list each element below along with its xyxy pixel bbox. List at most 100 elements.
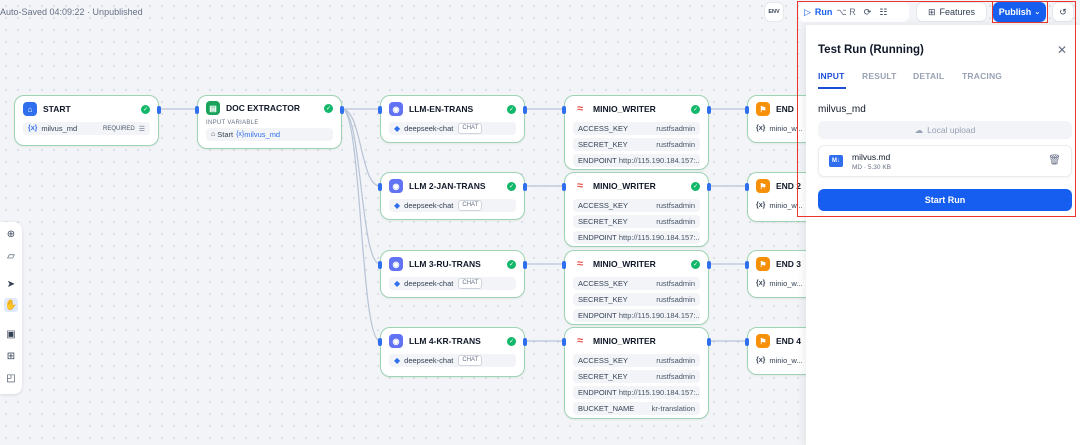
doc-extractor-node[interactable]: ▤ DOC EXTRACTOR ✓ INPUT VARIABLE ⌂ Start… bbox=[195, 95, 344, 149]
tab-result[interactable]: RESULT bbox=[862, 71, 897, 81]
output-handle[interactable] bbox=[340, 106, 344, 114]
output-variable-row[interactable]: {x} minio_w... bbox=[756, 122, 818, 135]
model-row[interactable]: ◆ deepseek-chat CHAT bbox=[389, 354, 516, 367]
env-button[interactable]: ENV bbox=[764, 2, 784, 22]
hand-icon[interactable]: ✋ bbox=[4, 298, 18, 312]
output-handle[interactable] bbox=[707, 261, 711, 269]
play-icon: ▷ bbox=[804, 6, 811, 17]
input-handle[interactable] bbox=[378, 106, 382, 114]
output-handle[interactable] bbox=[523, 338, 527, 346]
features-button[interactable]: ⊞ Features bbox=[916, 2, 987, 22]
minimap-icon[interactable]: ◰ bbox=[6, 372, 16, 384]
input-handle[interactable] bbox=[562, 338, 566, 346]
field-row[interactable]: ENDPOINT http://115.190.184.157:... bbox=[573, 309, 700, 322]
node-title: MINIO_WRITER bbox=[593, 181, 656, 191]
model-row[interactable]: ◆ deepseek-chat CHAT bbox=[389, 277, 516, 290]
llm-node[interactable]: ◉ LLM 3-RU-TRANS ✓ ◆ deepseek-chat CHAT bbox=[378, 250, 527, 298]
input-handle[interactable] bbox=[745, 261, 749, 269]
local-upload-button[interactable]: ☁ Local upload bbox=[818, 121, 1072, 139]
start-node[interactable]: ⌂ START ✓ {x} milvus_md REQUIRED ☰ bbox=[14, 95, 161, 146]
model-row[interactable]: ◆ deepseek-chat CHAT bbox=[389, 199, 516, 212]
version-history-button[interactable]: ↺ bbox=[1052, 2, 1074, 22]
history-run-icon[interactable]: ⟳ bbox=[863, 6, 872, 17]
output-handle[interactable] bbox=[707, 106, 711, 114]
llm-icon: ◉ bbox=[389, 257, 403, 271]
input-handle[interactable] bbox=[195, 106, 199, 114]
llm-icon: ◉ bbox=[389, 334, 403, 348]
features-icon: ⊞ bbox=[927, 6, 936, 17]
output-variable-row[interactable]: {x} minio_w... bbox=[756, 199, 818, 212]
trash-icon[interactable]: 🗑 bbox=[1048, 155, 1061, 166]
output-handle[interactable] bbox=[523, 261, 527, 269]
output-handle[interactable] bbox=[523, 183, 527, 191]
input-handle[interactable] bbox=[745, 183, 749, 191]
mode-badge: CHAT bbox=[458, 123, 483, 134]
export-image-icon[interactable]: ▣ bbox=[6, 328, 16, 340]
required-label: REQUIRED bbox=[103, 125, 135, 132]
field-row[interactable]: ENDPOINT http://115.190.184.157:... bbox=[573, 386, 700, 399]
tab-detail[interactable]: DETAIL bbox=[913, 71, 945, 81]
variable-name: minio_w... bbox=[769, 124, 803, 133]
input-handle[interactable] bbox=[745, 338, 749, 346]
input-handle[interactable] bbox=[378, 338, 382, 346]
input-handle[interactable] bbox=[562, 106, 566, 114]
llm-node[interactable]: ◉ LLM-EN-TRANS ✓ ◆ deepseek-chat CHAT bbox=[378, 95, 527, 143]
input-handle[interactable] bbox=[745, 106, 749, 114]
output-variable-row[interactable]: {x} minio_w... bbox=[756, 354, 818, 367]
organize-icon[interactable]: ⊞ bbox=[6, 350, 16, 362]
start-variable-row[interactable]: {x} milvus_md REQUIRED ☰ bbox=[23, 122, 150, 135]
input-handle[interactable] bbox=[378, 261, 382, 269]
model-name: deepseek-chat bbox=[404, 356, 454, 365]
document-icon: ▤ bbox=[206, 101, 220, 115]
add-note-icon[interactable]: ▱ bbox=[7, 250, 15, 262]
publish-button[interactable]: Publish ⌄ bbox=[993, 2, 1046, 22]
checklist-icon[interactable]: ☷ bbox=[879, 6, 888, 17]
input-variable-row[interactable]: ⌂ Start {x} milvus_md bbox=[206, 128, 333, 141]
output-variable-row[interactable]: {x} minio_w... bbox=[756, 277, 818, 290]
field-value: rustfsadmin bbox=[656, 279, 695, 288]
home-icon: ⌂ bbox=[211, 131, 216, 138]
output-handle[interactable] bbox=[707, 338, 711, 346]
output-handle[interactable] bbox=[157, 106, 161, 114]
input-handle[interactable] bbox=[378, 183, 382, 191]
start-run-button[interactable]: Start Run bbox=[818, 189, 1072, 211]
field-row[interactable]: ENDPOINT http://115.190.184.157:... bbox=[573, 154, 700, 167]
mode-badge: CHAT bbox=[458, 200, 483, 211]
model-row[interactable]: ◆ deepseek-chat CHAT bbox=[389, 122, 516, 135]
field-key: SECRET_KEY bbox=[578, 140, 628, 149]
llm-icon: ◉ bbox=[389, 179, 403, 193]
edge-doc-llm2 bbox=[341, 108, 381, 187]
input-handle[interactable] bbox=[562, 183, 566, 191]
tab-input[interactable]: INPUT bbox=[818, 71, 845, 81]
variable-source: Start bbox=[217, 130, 234, 139]
add-node-icon[interactable]: ⊕ bbox=[6, 228, 16, 240]
close-icon[interactable]: ✕ bbox=[1056, 43, 1067, 57]
llm-node[interactable]: ◉ LLM 2-JAN-TRANS ✓ ◆ deepseek-chat CHAT bbox=[378, 172, 527, 220]
history-icon: ↺ bbox=[1059, 6, 1067, 17]
test-run-panel: Test Run (Running) ✕ INPUT RESULT DETAIL… bbox=[806, 25, 1080, 445]
input-handle[interactable] bbox=[562, 261, 566, 269]
output-handle[interactable] bbox=[707, 183, 711, 191]
field-value: http://115.190.184.157:... bbox=[618, 388, 700, 397]
success-check-icon: ✓ bbox=[507, 336, 516, 346]
success-check-icon: ✓ bbox=[507, 104, 516, 114]
tab-tracing[interactable]: TRACING bbox=[962, 71, 1003, 81]
llm-node[interactable]: ◉ LLM 4-KR-TRANS ✓ ◆ deepseek-chat CHAT bbox=[378, 327, 527, 377]
pointer-icon[interactable]: ➤ bbox=[6, 278, 16, 290]
field-row[interactable]: ENDPOINT http://115.190.184.157:... bbox=[573, 231, 700, 244]
run-label[interactable]: Run bbox=[814, 7, 833, 17]
output-handle[interactable] bbox=[523, 106, 527, 114]
